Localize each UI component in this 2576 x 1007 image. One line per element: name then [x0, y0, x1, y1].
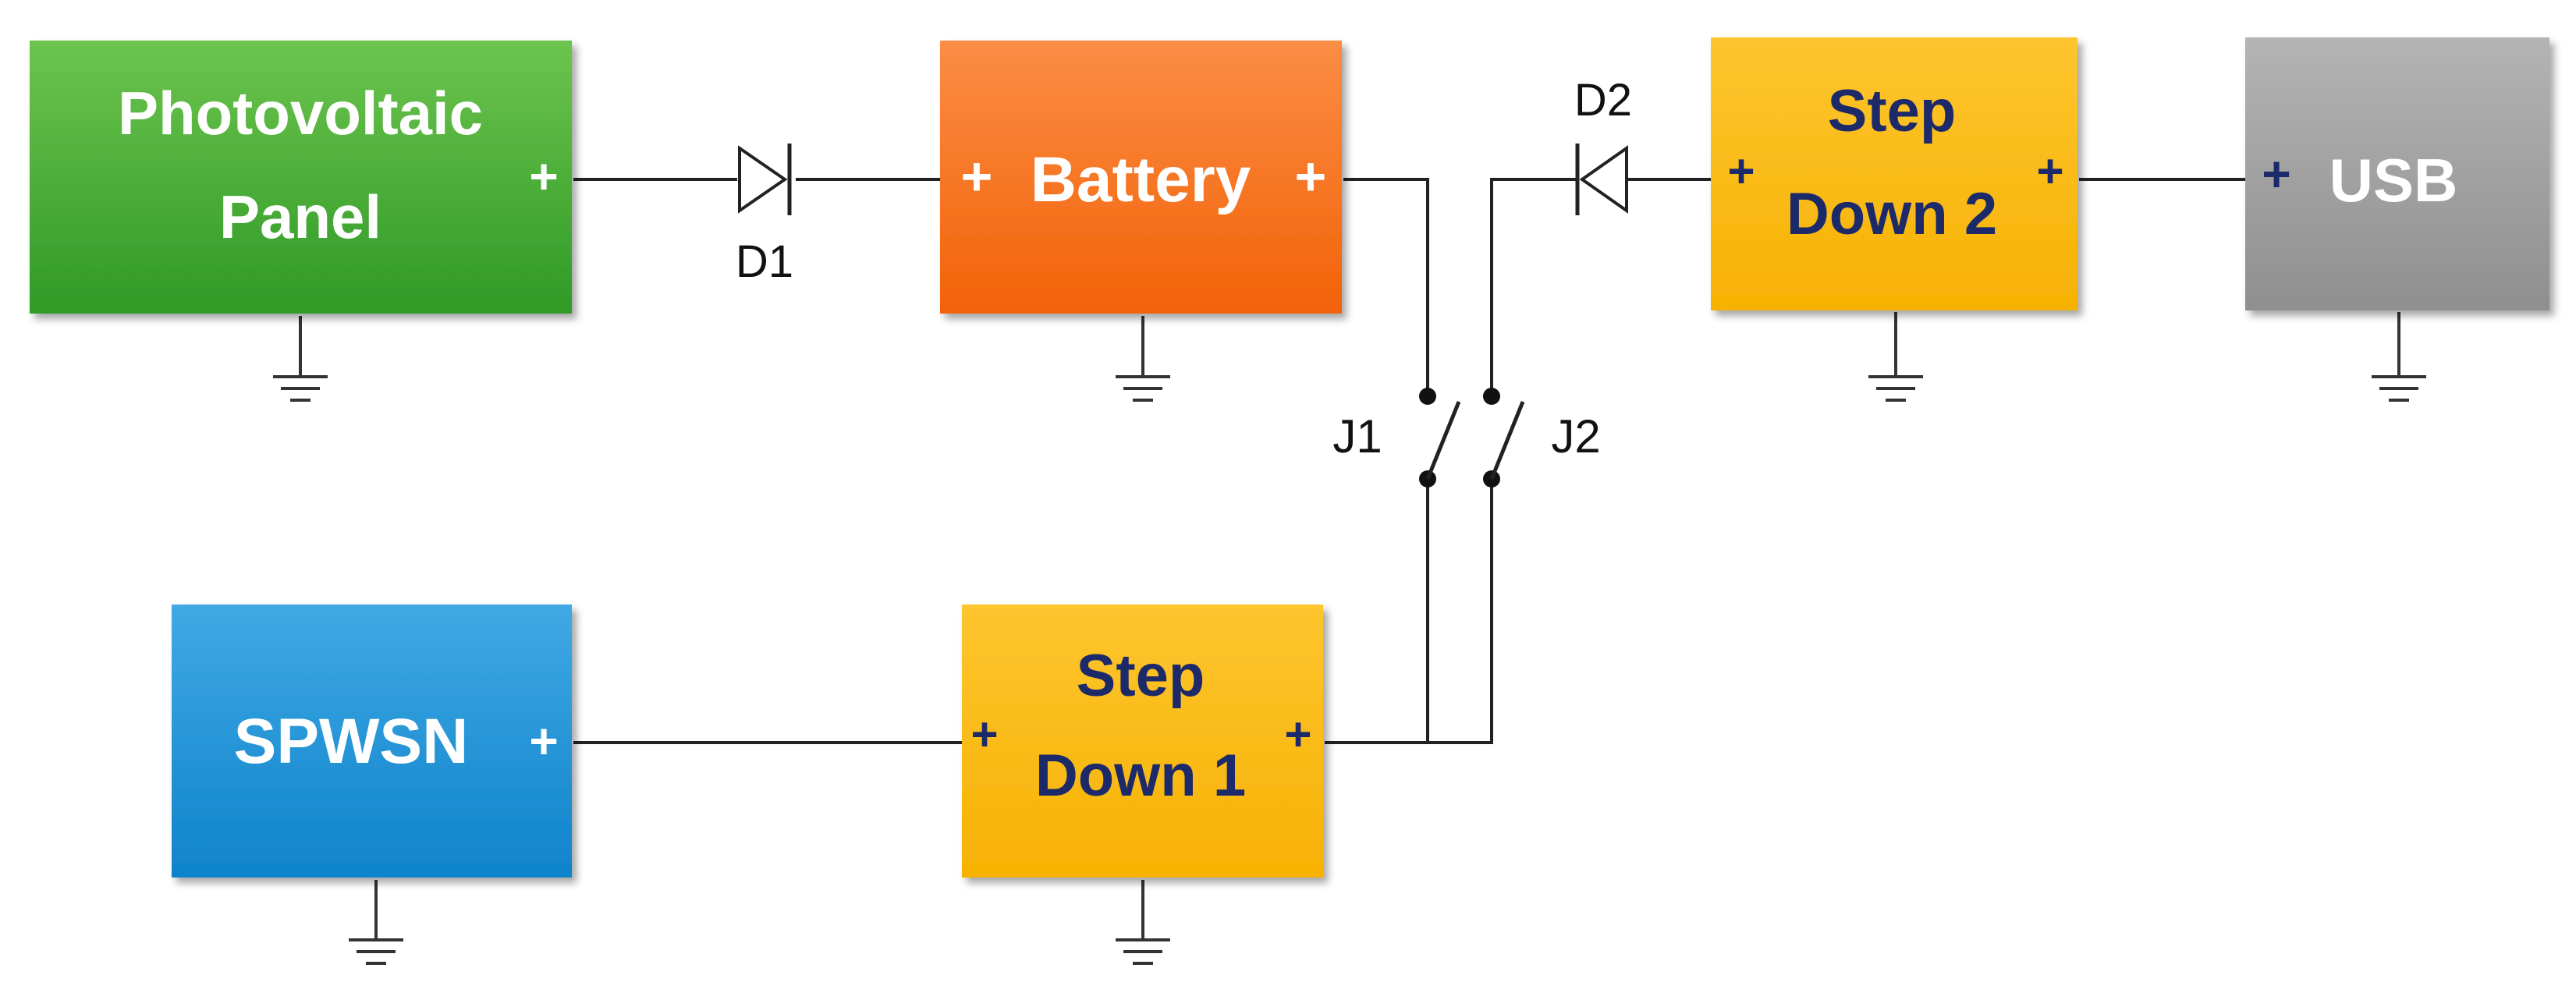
wire-step1-j2	[1325, 481, 1493, 744]
step-down-2-line1: Step	[1828, 78, 1957, 144]
block-step-down-2: Step Down 2 + +	[1711, 37, 2077, 310]
step-down-1-line1: Step	[1077, 643, 1205, 709]
ground-symbols	[273, 312, 2426, 965]
wire-battery-j1	[1343, 178, 1429, 394]
d2-label: D2	[1574, 75, 1632, 126]
usb-plus: +	[2262, 146, 2290, 202]
step-down-2-line2: Down 2	[1787, 181, 1997, 247]
battery-plus-right: +	[1295, 146, 1327, 207]
usb-label: USB	[2329, 146, 2458, 215]
diode-d2: D2	[1574, 75, 1632, 215]
photovoltaic-line1: Photovoltaic	[118, 79, 483, 147]
ground-icon	[1868, 312, 1923, 402]
wires	[573, 178, 2247, 744]
wire-d2-j2	[1490, 178, 1576, 394]
d1-label: D1	[736, 236, 793, 287]
ground-icon	[273, 316, 328, 402]
photovoltaic-plus: +	[529, 148, 558, 204]
ground-icon	[1116, 880, 1170, 965]
block-battery: + Battery +	[940, 41, 1342, 314]
j2-label: J2	[1551, 410, 1600, 463]
step-down-2-plus-right: +	[2036, 145, 2063, 197]
battery-plus-left: +	[961, 146, 993, 207]
j1-label: J1	[1332, 410, 1382, 463]
spwsn-label: SPWSN	[234, 706, 469, 777]
ground-icon	[1116, 316, 1170, 402]
switch-j1: J1	[1332, 388, 1461, 488]
block-usb: + USB	[2245, 37, 2549, 310]
ground-icon	[2372, 312, 2426, 402]
block-photovoltaic-panel: Photovoltaic Panel +	[30, 41, 572, 314]
ground-icon	[349, 880, 403, 965]
battery-label: Battery	[1031, 144, 1251, 215]
spwsn-plus: +	[529, 713, 558, 769]
step-down-1-plus-right: +	[1284, 708, 1311, 761]
step-down-1-plus-left: +	[970, 708, 998, 761]
photovoltaic-line2: Panel	[219, 183, 381, 251]
step-down-2-plus-left: +	[1727, 145, 1755, 197]
block-step-down-1: Step Down 1 + +	[962, 605, 1323, 878]
step-down-1-line2: Down 1	[1035, 743, 1246, 809]
switch-j2: J2	[1483, 388, 1601, 488]
block-spwsn: SPWSN +	[172, 605, 572, 878]
diode-d1: D1	[736, 144, 793, 287]
